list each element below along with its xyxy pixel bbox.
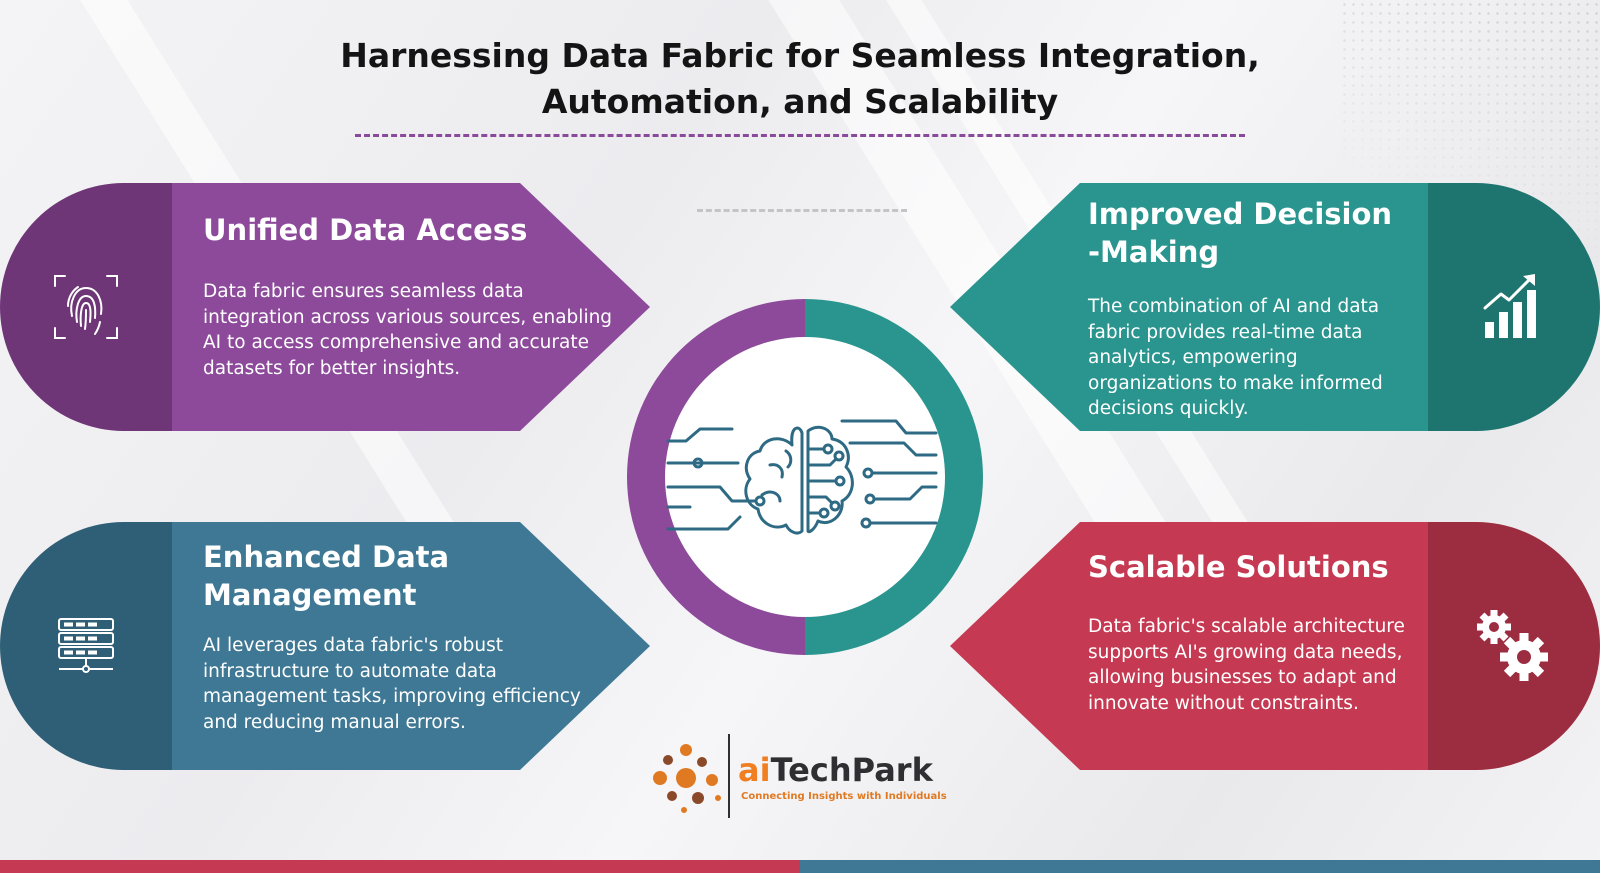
panel-heading: Scalable Solutions — [1088, 550, 1389, 584]
panel-scalable-solutions: Scalable Solutions Data fabric's scalabl… — [950, 522, 1600, 770]
panel-body: Data fabric's scalable architecture supp… — [1088, 616, 1405, 714]
panel-heading: Unified Data Access — [203, 213, 528, 247]
bottom-accent-bar-red — [0, 860, 800, 873]
growth-chart-icon — [1483, 274, 1536, 338]
fingerprint-icon — [54, 275, 118, 339]
title-divider — [355, 134, 1245, 137]
panel-improved-decision-making: Improved Decision -Making The combinatio… — [950, 183, 1600, 431]
center-dash-divider — [697, 209, 907, 212]
server-icon — [58, 618, 114, 673]
panel-body: AI leverages data fabric's robust infras… — [203, 635, 581, 733]
logo-mark-icon — [653, 744, 721, 813]
panel-enhanced-data-management: Enhanced Data Management AI leverages da… — [0, 522, 650, 770]
panel-heading: Improved Decision -Making — [1088, 195, 1428, 271]
panel-body: The combination of AI and data fabric pr… — [1088, 296, 1383, 419]
panel-icon-box — [0, 522, 172, 770]
panel-icon-box — [1428, 183, 1600, 431]
panel-heading-line-2: Management — [203, 578, 417, 612]
bottom-accent-bar-blue — [800, 860, 1600, 873]
panel-icon-box — [1428, 522, 1600, 770]
logo-word-techpark: TechPark — [770, 751, 933, 789]
title-line-1: Harnessing Data Fabric for Seamless Inte… — [340, 36, 1260, 75]
title-line-2: Automation, and Scalability — [541, 82, 1059, 121]
logo-separator — [728, 734, 730, 818]
panel-heading-line-2: -Making — [1088, 235, 1220, 269]
logo-tagline: Connecting Insights with Individuals — [741, 791, 947, 802]
aitechpark-logo[interactable]: aiTechPark Connecting Insights with Indi… — [648, 732, 968, 822]
ai-brain-circuit-icon — [666, 419, 938, 535]
panel-heading-line-1: Improved Decision — [1088, 197, 1393, 231]
page-title: Harnessing Data Fabric for Seamless Inte… — [0, 33, 1600, 125]
panel-heading-line-1: Enhanced Data — [203, 540, 450, 574]
logo-word-ai: ai — [738, 751, 771, 789]
panel-heading: Enhanced Data Management — [203, 538, 449, 614]
logo-wordmark: aiTechPark — [738, 750, 933, 790]
gears-icon — [1477, 610, 1548, 681]
panel-unified-data-access: Unified Data Access Data fabric ensures … — [0, 183, 650, 431]
panel-body: Data fabric ensures seamless data integr… — [203, 281, 613, 379]
panel-icon-box — [0, 183, 172, 431]
center-ring-inner — [665, 337, 945, 617]
